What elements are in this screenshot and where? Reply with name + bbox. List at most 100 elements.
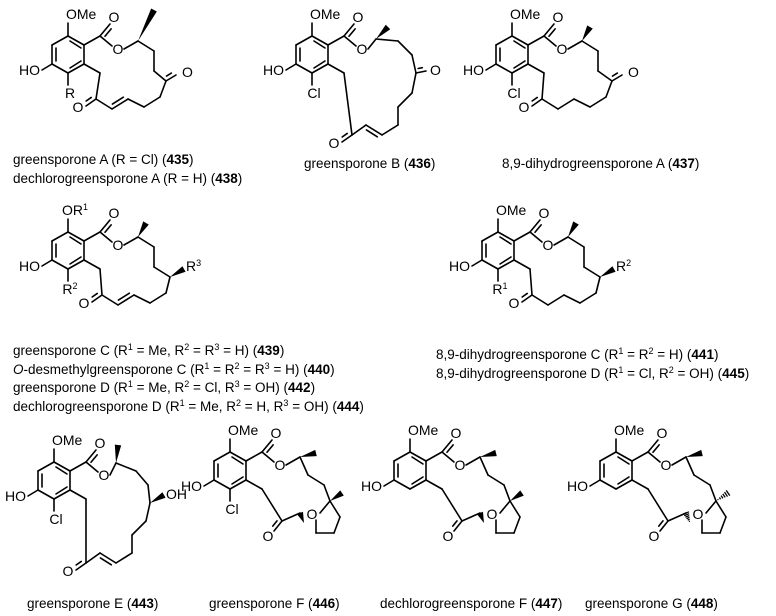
- bond: [715, 500, 727, 518]
- ketone-o-label: O: [263, 528, 274, 544]
- bond: [615, 451, 633, 462]
- wedge-bond: [170, 266, 186, 277]
- bond: [411, 456, 424, 465]
- hash-bond: [687, 518, 690, 521]
- bond: [311, 35, 329, 46]
- bond: [709, 484, 717, 502]
- bond: [411, 476, 424, 485]
- ketone-o-label: O: [509, 295, 520, 311]
- bond: [83, 231, 101, 242]
- bond: [266, 444, 274, 454]
- bond: [599, 479, 617, 490]
- caption-greensporone-d: greensporone D (R1 = Me, R2 = Cl, R3 = O…: [13, 379, 315, 395]
- bond: [497, 231, 515, 242]
- bond: [521, 292, 529, 298]
- bond: [397, 92, 413, 108]
- bond: [367, 38, 377, 50]
- bond: [487, 474, 505, 486]
- bond: [69, 60, 82, 69]
- bond: [245, 479, 263, 490]
- bond: [597, 70, 613, 82]
- bond: [101, 294, 119, 306]
- carbonyl-o-label: O: [109, 9, 120, 25]
- bond: [137, 236, 155, 248]
- hash-bond: [685, 514, 690, 518]
- hash-bond: [720, 495, 724, 499]
- bond: [85, 96, 93, 102]
- bond: [573, 98, 591, 108]
- bond: [55, 486, 68, 495]
- bond: [557, 98, 575, 110]
- bond: [285, 456, 301, 466]
- bond: [133, 294, 151, 304]
- ketone-o-label: O: [79, 295, 90, 311]
- bond: [657, 520, 664, 527]
- bond: [631, 451, 649, 462]
- carbonyl-o-label: O: [271, 425, 282, 441]
- bond: [147, 484, 151, 504]
- bond: [543, 23, 555, 37]
- substituent-label: Cl: [225, 501, 238, 517]
- bond: [67, 63, 85, 74]
- bond: [261, 451, 275, 463]
- bond: [85, 461, 99, 473]
- caption-o-desmethylgreensporone-c: O-desmethylgreensporone C (R1 = R2 = R3 …: [13, 361, 335, 377]
- bond: [553, 236, 569, 246]
- thf-o-label: O: [307, 506, 318, 522]
- bond: [589, 479, 601, 487]
- bond: [393, 479, 411, 490]
- bond: [231, 476, 244, 485]
- methoxy-label: OMe: [66, 6, 97, 22]
- bond: [83, 259, 101, 270]
- bond: [213, 479, 231, 490]
- bond: [69, 489, 87, 500]
- caption-greensporone-e: greensporone E (443): [27, 596, 158, 611]
- bond: [581, 40, 599, 52]
- caption-greensporone-c: greensporone C (R1 = Me, R2 = R3 = H) (4…: [13, 342, 284, 358]
- hydroxy-label: HO: [567, 478, 588, 494]
- bond: [411, 54, 417, 74]
- bond: [547, 294, 565, 306]
- bond: [481, 259, 499, 270]
- bond: [203, 479, 215, 487]
- ketone-o-label: O: [182, 64, 193, 80]
- ketone-o-label: O: [443, 528, 454, 544]
- caption-dechlorogreensporone-d: dechlorogreensporone D (R1 = Me, R2 = H,…: [13, 398, 364, 414]
- ketone-o-label: O: [430, 62, 441, 78]
- wedge-bond: [376, 24, 391, 39]
- bond: [143, 96, 161, 108]
- thf-o-label: O: [693, 506, 704, 522]
- bond: [611, 74, 623, 82]
- caption-dihydrogreensporone-c: 8,9-dihydrogreensporone C (R1 = R2 = H) …: [436, 346, 718, 362]
- bond: [671, 456, 687, 466]
- hash-bond: [717, 498, 719, 501]
- bond: [245, 451, 263, 462]
- bond: [117, 294, 135, 306]
- bond: [117, 292, 131, 301]
- methoxy-label: OMe: [510, 6, 541, 22]
- bond: [91, 294, 103, 303]
- bond: [495, 35, 513, 46]
- bond: [95, 72, 101, 100]
- bond: [99, 219, 111, 233]
- caption-greensporone-f: greensporone F (446): [209, 596, 340, 611]
- bond: [531, 96, 539, 102]
- bond: [307, 474, 325, 486]
- bond: [513, 231, 531, 242]
- bond: [441, 439, 453, 453]
- ester-o-label: O: [113, 41, 124, 57]
- ketone-o-label: O: [628, 64, 639, 80]
- bond: [149, 292, 167, 304]
- wedge-bond: [138, 8, 157, 42]
- methoxy-label: OMe: [496, 202, 527, 218]
- bond: [104, 28, 112, 38]
- ester-o-label: O: [661, 457, 672, 473]
- bond: [647, 451, 661, 463]
- substituent-label: R1: [492, 281, 507, 297]
- bond: [55, 466, 68, 475]
- bond: [647, 488, 669, 522]
